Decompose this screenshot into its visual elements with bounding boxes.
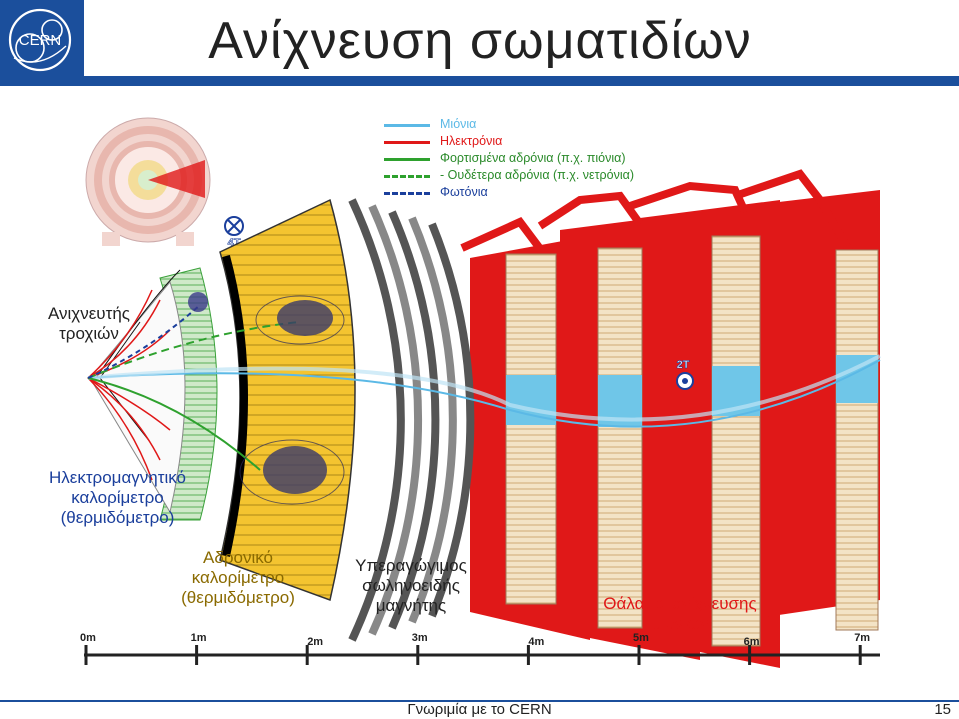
legend-label: - Ουδέτερα αδρόνια (π.χ. νετρόνια)	[440, 168, 635, 182]
scale-tick-label: 6m	[743, 636, 760, 648]
field-2t-dot-icon: 2T	[676, 359, 694, 390]
label-em-calorimeter: Ηλεκτρομαγνητικό καλορίμετρο (θερμιδόμετ…	[20, 468, 215, 528]
scale-tick-label: 4m	[528, 636, 545, 648]
legend-label: Φορτισμένα αδρόνια (π.χ. πιόνια)	[440, 151, 626, 165]
page-title: Ανίχνευση σωματιδίων	[208, 12, 752, 70]
legend-swatch	[384, 141, 430, 144]
cms-cross-section-thumbnail	[85, 117, 211, 246]
header-bar	[84, 76, 959, 86]
label-solenoid: Υπεραγώγιμος σωληνοειδής μαγνήτης	[336, 556, 486, 616]
legend-swatch	[384, 158, 430, 161]
label-hcal-line3: (θερμιδόμετρο)	[181, 588, 295, 607]
scale-tick-label: 5m	[633, 632, 649, 644]
solenoid-magnet	[348, 198, 475, 642]
label-tracker-line2: τροχιών	[59, 324, 119, 343]
page-number: 15	[934, 701, 951, 718]
footer-text: Γνωριμία με το CERN	[407, 701, 552, 718]
legend-label: Φωτόνια	[440, 185, 488, 199]
label-muon-line1: Θάλαμοι ανίχνευσης	[603, 594, 757, 613]
label-tracker-line1: Ανιχνευτής	[48, 304, 130, 323]
label-tracker: Ανιχνευτής τροχιών	[24, 304, 154, 344]
scale-tick-label: 3m	[411, 632, 428, 644]
label-solenoid-line1: Υπεραγώγιμος	[355, 556, 467, 575]
tracker	[89, 269, 186, 514]
scale-tick-label: 0m	[80, 632, 96, 644]
scale-tick-label: 7m	[854, 632, 871, 644]
cern-logo-icon: CERN	[8, 8, 72, 72]
particle-tracks	[87, 304, 881, 471]
hadron-shower-lower	[239, 439, 345, 505]
hadron-shower-upper	[255, 295, 345, 345]
field-2t-label: 2T	[677, 359, 690, 371]
label-hcal-line2: καλορίμετρο	[191, 568, 285, 587]
scale-tick-label: 2m	[307, 636, 324, 648]
legend-swatch	[384, 124, 430, 127]
detector-diagram: 4T	[84, 117, 881, 668]
hadron-calorimeter	[219, 198, 356, 601]
label-ecal-line1: Ηλεκτρομαγνητικό	[48, 468, 186, 487]
label-solenoid-line2: σωληνοειδής	[362, 576, 460, 595]
scale-tick-label: 1m	[190, 632, 207, 644]
footer: Γνωριμία με το CERN 15	[0, 700, 959, 719]
label-hadron-calorimeter: Αδρονικό καλορίμετρο (θερμιδόμετρο)	[168, 548, 308, 608]
legend-label: Μιόνια	[440, 117, 477, 131]
label-muon-chambers: Θάλαμοι ανίχνευσης μιονίων	[585, 594, 775, 634]
legend-swatch	[384, 175, 430, 178]
em-shower	[188, 292, 208, 312]
label-ecal-line2: καλορίμετρο	[71, 488, 164, 507]
cern-logo: CERN	[0, 0, 84, 86]
footer-rule	[0, 700, 959, 702]
logo-text: CERN	[19, 32, 62, 49]
label-solenoid-line3: μαγνήτης	[375, 596, 447, 615]
label-ecal-line3: (θερμιδόμετρο)	[60, 508, 175, 527]
muon-system	[460, 169, 880, 668]
label-hcal-line1: Αδρονικό	[203, 548, 273, 567]
label-muon-line2: μιονίων	[651, 614, 709, 633]
legend-label: Ηλεκτρόνια	[440, 134, 503, 148]
legend-swatch	[384, 192, 430, 195]
distance-scale	[84, 645, 880, 665]
header: CERN Ανίχνευση σωματιδίων	[0, 0, 959, 86]
